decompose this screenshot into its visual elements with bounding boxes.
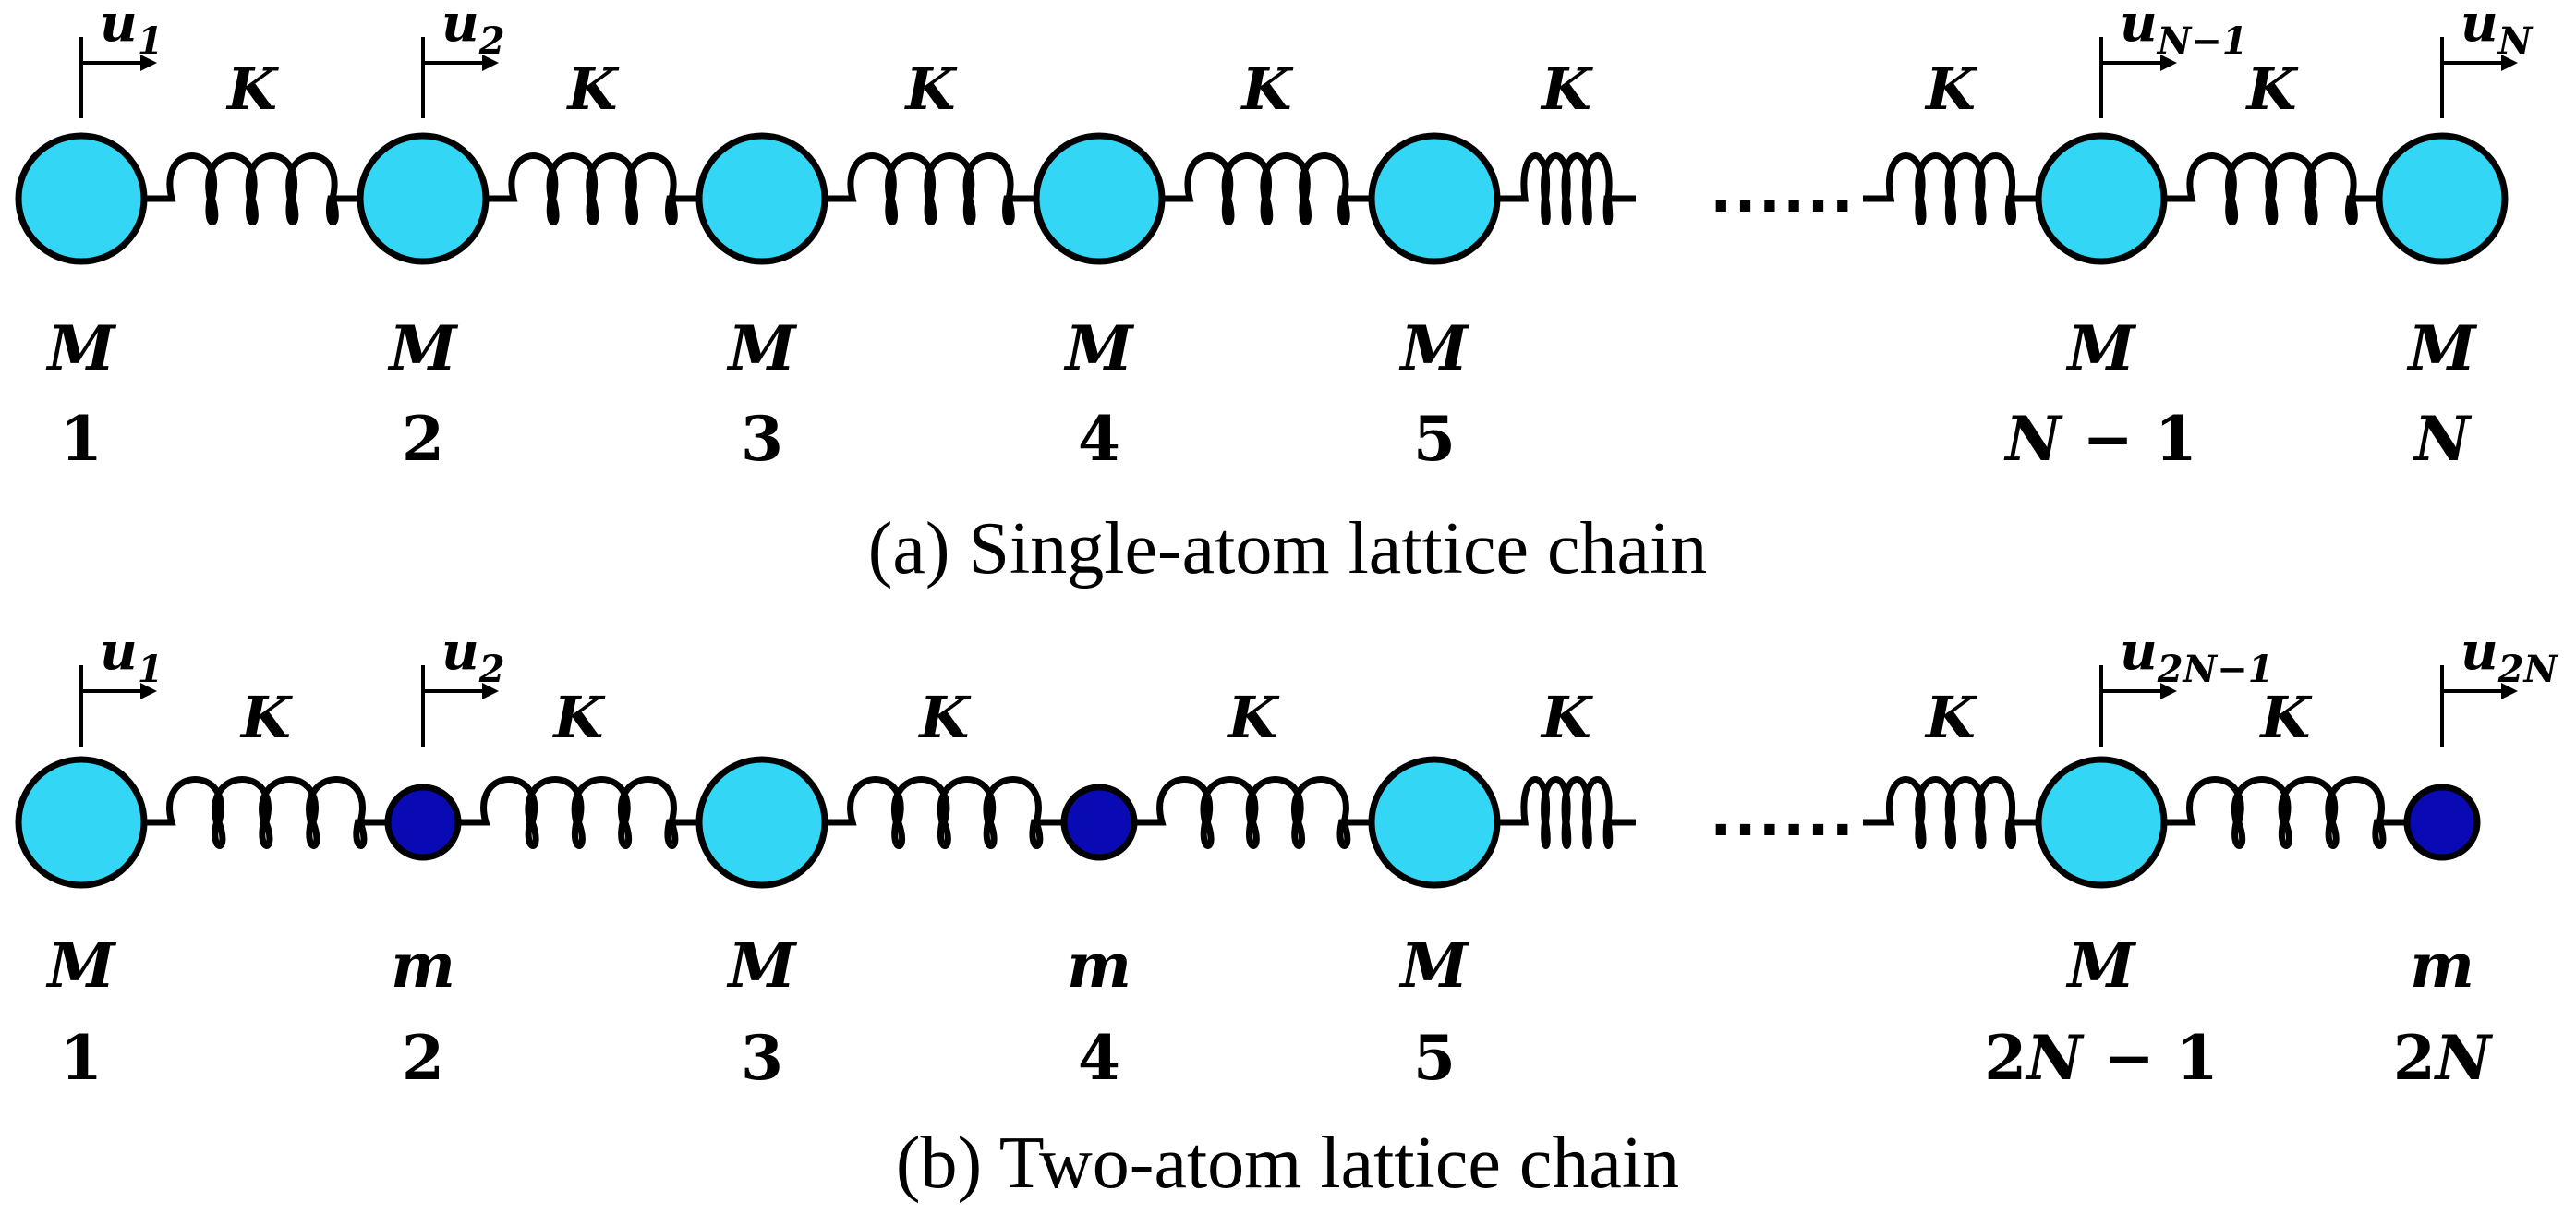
atom-mass-label: m bbox=[1067, 929, 1131, 1002]
spring-label: K bbox=[2245, 55, 2299, 123]
spring bbox=[144, 152, 360, 225]
atom-mass-label: M bbox=[45, 929, 116, 1002]
atom-mass-label: M bbox=[1063, 312, 1134, 384]
arrow-head-icon bbox=[2160, 683, 2177, 699]
spring-label: K bbox=[1240, 55, 1294, 123]
spring bbox=[1162, 152, 1372, 225]
atom-index-label: N − 1 bbox=[2003, 403, 2197, 475]
arrow-head-icon bbox=[140, 683, 157, 699]
spring bbox=[144, 776, 388, 849]
spring bbox=[2164, 152, 2379, 225]
atom-index-label: 2 bbox=[402, 403, 444, 475]
panel-b-two-atom-chain: K K K K K K...... K M 1 m 2 M 3 m 4 M 5 M 2N − 1 m 2N u1 u2 u2N… bbox=[15, 621, 2559, 1094]
atom-large bbox=[2376, 132, 2509, 265]
atom-index-label: 1 bbox=[60, 403, 103, 475]
atom-mass-label: M bbox=[387, 312, 458, 384]
spring bbox=[2164, 776, 2407, 849]
atom-index-label: 1 bbox=[60, 1022, 103, 1094]
atom-index-label: 3 bbox=[741, 403, 783, 475]
spring bbox=[458, 776, 699, 849]
displacement-label: u1 bbox=[100, 0, 163, 63]
displacement-label: uN−1 bbox=[2120, 0, 2248, 63]
spring-label: K bbox=[225, 55, 279, 123]
caption-b: (b) Two-atom lattice chain bbox=[896, 1123, 1679, 1204]
atom-index-label: 3 bbox=[741, 1022, 783, 1094]
displacement-label: u2N−1 bbox=[2120, 621, 2273, 691]
atom-large bbox=[695, 756, 828, 889]
atom-large bbox=[695, 132, 828, 265]
atom-mass-label: M bbox=[1398, 312, 1469, 384]
spring-label: K bbox=[1540, 55, 1593, 123]
atom-mass-label: M bbox=[726, 929, 797, 1002]
atom-mass-label: M bbox=[45, 312, 116, 384]
atom-index-label: 2 bbox=[402, 1022, 444, 1094]
atom-index-label: N bbox=[2413, 403, 2473, 475]
spring-label: K bbox=[239, 684, 293, 751]
caption-a: (a) Single-atom lattice chain bbox=[868, 508, 1708, 589]
atom-large bbox=[1033, 132, 1166, 265]
atom-mass-label: m bbox=[391, 929, 455, 1002]
spring-label: K bbox=[1924, 55, 1977, 123]
spring-label: K bbox=[552, 684, 606, 751]
atom-mass-label: M bbox=[1398, 929, 1469, 1002]
atom-mass-label: M bbox=[2065, 312, 2136, 384]
atom-index-label: 4 bbox=[1078, 1022, 1120, 1094]
displacement-label: u1 bbox=[100, 621, 163, 691]
spring-label: K bbox=[904, 55, 958, 123]
spring-label: K bbox=[1540, 684, 1593, 751]
arrow-head-icon bbox=[2160, 55, 2177, 71]
spring-label: K bbox=[918, 684, 972, 751]
atom-mass-label: m bbox=[2410, 929, 2474, 1002]
displacement-label: u2 bbox=[441, 621, 505, 691]
spring-label: K bbox=[566, 55, 620, 123]
atom-mass-label: M bbox=[2406, 312, 2477, 384]
arrow-head-icon bbox=[2501, 683, 2518, 699]
atom-index-label: 5 bbox=[1413, 1022, 1456, 1094]
spring bbox=[1863, 152, 2038, 225]
atom-large bbox=[1368, 132, 1501, 265]
atom-index-label: 4 bbox=[1078, 403, 1120, 475]
atom-small bbox=[2403, 784, 2481, 861]
atom-index-label: 5 bbox=[1413, 403, 1456, 475]
spring bbox=[1497, 152, 1636, 225]
spring bbox=[1497, 776, 1636, 849]
spring bbox=[825, 776, 1064, 849]
atom-large bbox=[2035, 132, 2168, 265]
atom-small bbox=[384, 784, 462, 861]
spring-label: K bbox=[1924, 684, 1977, 751]
ellipsis: ...... bbox=[1710, 782, 1856, 850]
atom-small bbox=[1060, 784, 1138, 861]
ellipsis: ...... bbox=[1710, 158, 1856, 226]
spring bbox=[1863, 776, 2038, 849]
displacement-label: u2 bbox=[441, 0, 505, 63]
displacement-label: uN bbox=[2461, 0, 2534, 63]
arrow-head-icon bbox=[482, 55, 499, 71]
atom-large bbox=[15, 132, 148, 265]
spring-label: K bbox=[1227, 684, 1280, 751]
spring bbox=[486, 152, 699, 225]
arrow-head-icon bbox=[482, 683, 499, 699]
atom-index-label: 2N − 1 bbox=[1984, 1022, 2218, 1094]
spring bbox=[1134, 776, 1372, 849]
atom-mass-label: M bbox=[726, 312, 797, 384]
atom-mass-label: M bbox=[2065, 929, 2136, 1002]
atom-large bbox=[15, 756, 148, 889]
atom-index-label: 2N bbox=[2393, 1022, 2494, 1094]
atom-large bbox=[1368, 756, 1501, 889]
spring bbox=[825, 152, 1036, 225]
atom-large bbox=[2035, 756, 2168, 889]
arrow-head-icon bbox=[140, 55, 157, 71]
displacement-label: u2N bbox=[2461, 621, 2559, 691]
spring-label: K bbox=[2259, 684, 2313, 751]
atom-large bbox=[357, 132, 490, 265]
arrow-head-icon bbox=[2501, 55, 2518, 71]
